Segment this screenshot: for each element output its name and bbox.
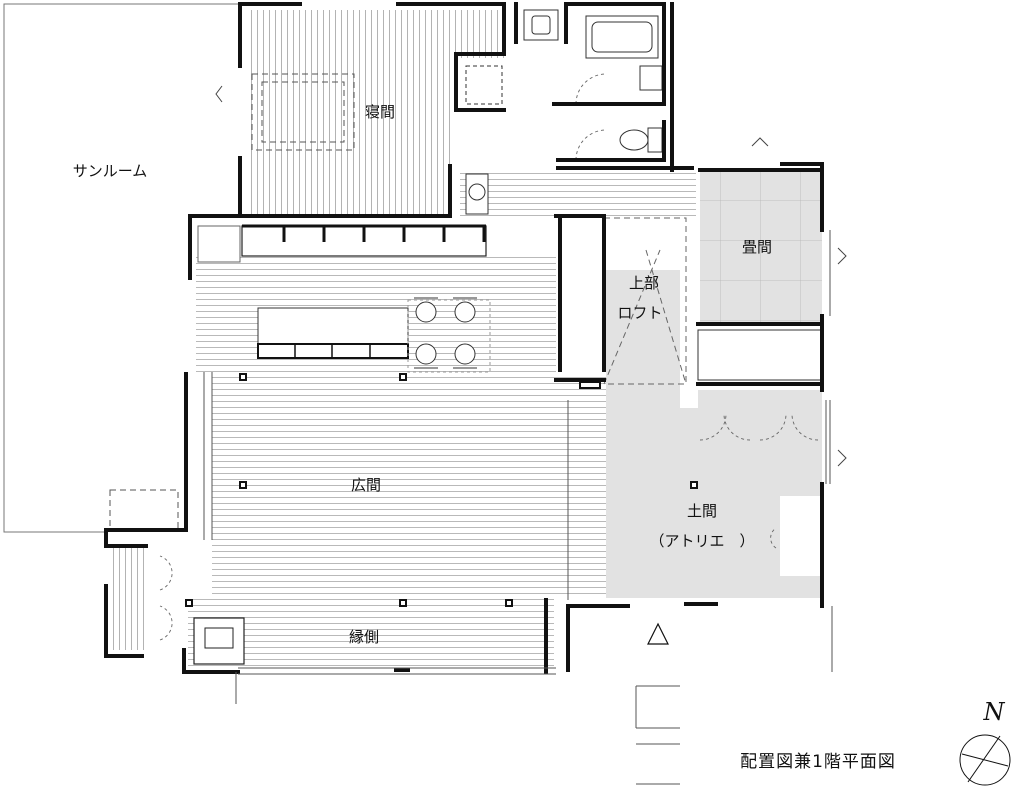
living-floor [112, 170, 696, 670]
label-doma-line1: 土間 [687, 502, 717, 520]
label-loft-line2: ロフト [617, 304, 662, 322]
sunroom [3, 3, 238, 533]
label-bedroom: 寝間 [365, 103, 395, 121]
kitchen-cabinets [197, 224, 487, 263]
dining-chairs [414, 297, 477, 369]
doma-panel [780, 496, 820, 576]
label-sunroom: サンルーム [73, 162, 148, 180]
drawing-title: 配置図兼1階平面図 [740, 752, 896, 772]
columns [185, 373, 698, 607]
label-tatami: 畳間 [742, 238, 772, 256]
tatami-floor [697, 170, 823, 381]
loft-outline [603, 217, 687, 385]
markers [215, 85, 847, 467]
label-loft-line1: 上部 [629, 274, 659, 292]
label-engawa: 縁側 [349, 628, 379, 646]
bedroom-floor [247, 10, 508, 214]
outdoor-dashed [109, 489, 179, 531]
door-swings [159, 73, 819, 641]
bed-outline [251, 73, 355, 151]
doma-floor [606, 270, 822, 598]
label-doma-line2: （アトリエ ） [649, 532, 754, 550]
bath-fixtures [465, 9, 663, 215]
walls [104, 2, 824, 674]
window-lines [203, 230, 833, 785]
entrance-mark [647, 622, 669, 645]
label-living: 広間 [351, 476, 381, 494]
hearth [193, 617, 245, 665]
north-label: N [983, 698, 1006, 726]
island-counter [257, 299, 491, 373]
north-arrow: N [959, 698, 1011, 786]
room-labels: サンルーム 寝間 畳間 上部 ロフト 広間 土間 （アトリエ ） 縁側 [73, 103, 772, 646]
